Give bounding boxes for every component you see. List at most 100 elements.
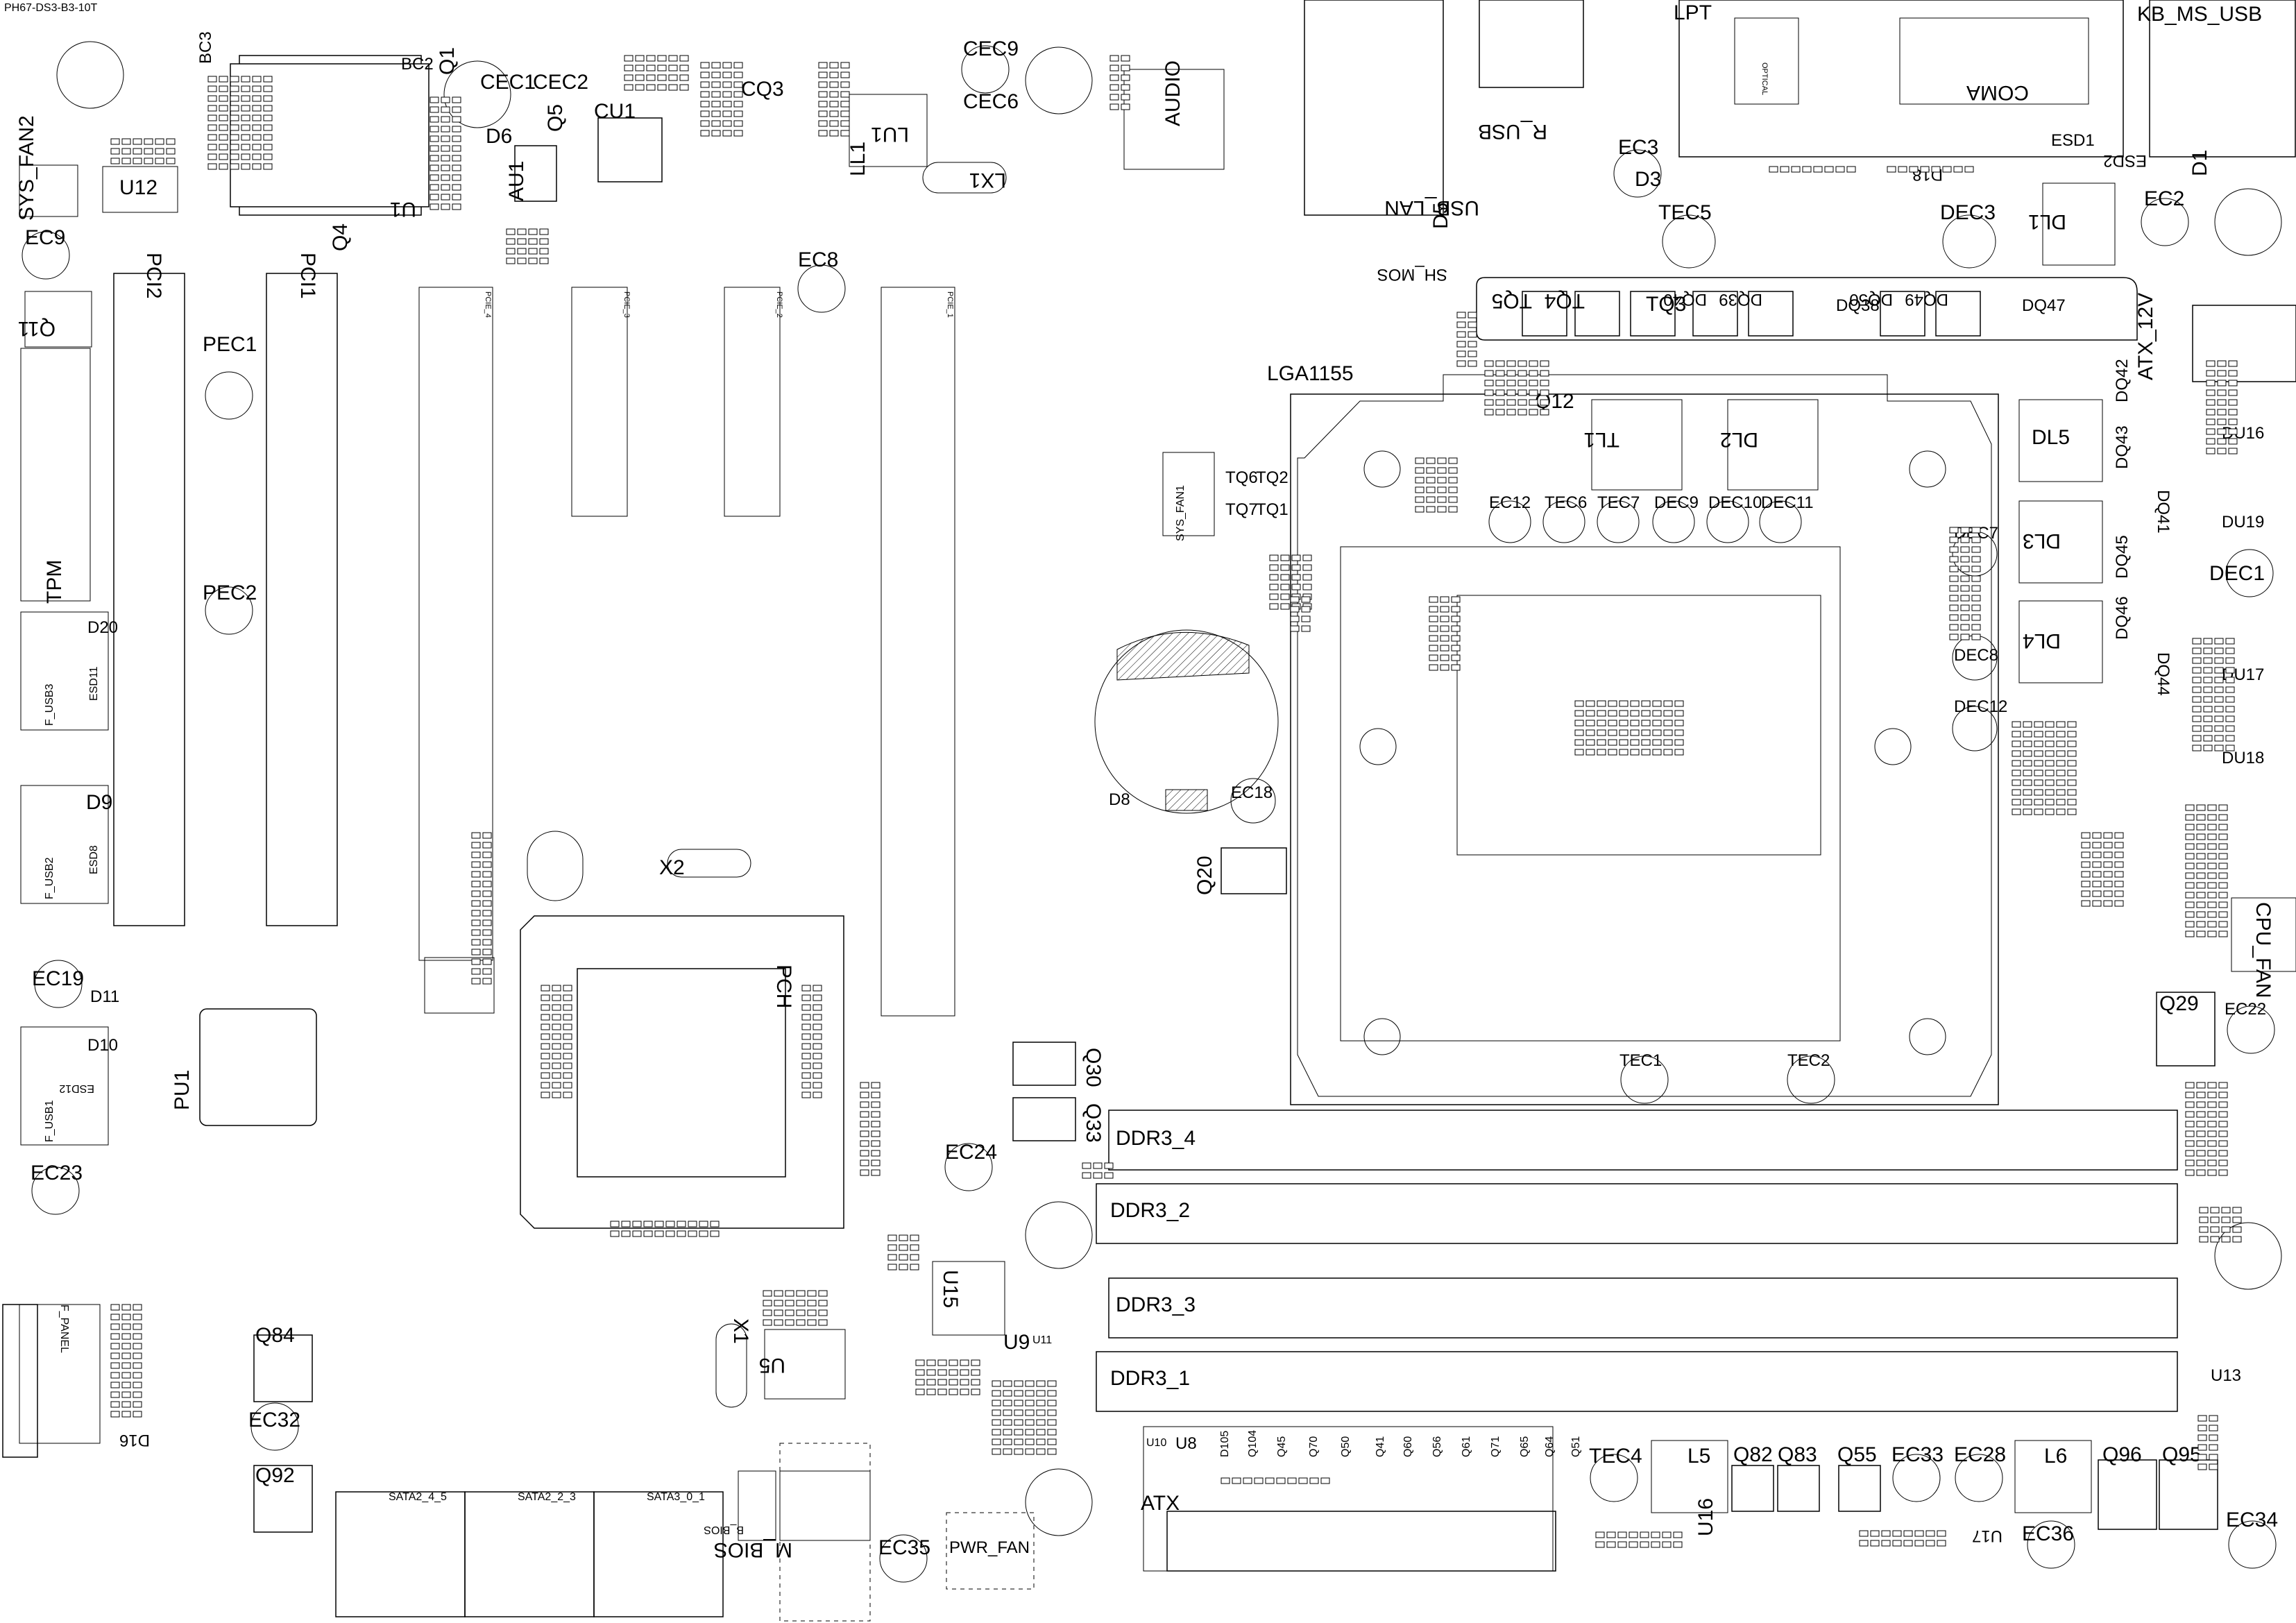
smd-pad [2197, 1463, 2207, 1470]
q82-chip [1731, 1465, 1774, 1512]
smd-pad [1093, 1172, 1103, 1179]
board-title: PH67-DS3-B3-10T [4, 2, 98, 14]
smd-pad [722, 62, 732, 69]
smd-pad [2092, 890, 2102, 897]
smd-pad [796, 1319, 806, 1326]
x2-label: X2 [659, 856, 685, 879]
pch-label: PCH [772, 965, 795, 1008]
smd-pad [2207, 1159, 2217, 1166]
smd-pad [1320, 1477, 1330, 1484]
smd-pad [2185, 872, 2195, 879]
smd-pad [133, 1343, 142, 1350]
smd-pad [774, 1319, 783, 1326]
smd-pad [207, 114, 217, 121]
smd-pad [1290, 606, 1300, 613]
smd-pad [1960, 556, 1970, 563]
smd-pad [207, 163, 217, 170]
smd-pad [1484, 360, 1494, 367]
q1-label: Q1 [436, 47, 459, 75]
smd-pad [807, 1290, 817, 1297]
smd-pad [110, 148, 120, 155]
smd-pad [1673, 1531, 1683, 1538]
coma-label: COMA [1966, 81, 2029, 104]
smd-pad [2197, 1444, 2207, 1451]
smd-pad [252, 124, 262, 131]
d8-label: D8 [1109, 790, 1130, 809]
smd-pad [2197, 1415, 2207, 1422]
smd-pad [110, 138, 120, 145]
smd-pad [452, 174, 461, 181]
smd-pad [452, 203, 461, 210]
smd-pad [2217, 360, 2227, 367]
smd-pad [541, 1053, 550, 1060]
socket-hole-br [1909, 1018, 1946, 1055]
dq40-label: DQ40 [1663, 290, 1707, 309]
smd-pad [2218, 872, 2228, 879]
smd-pad [207, 153, 217, 160]
dq42-label: DQ42 [2113, 359, 2132, 402]
smd-pad [2225, 667, 2235, 674]
smd-pad [1429, 645, 1438, 652]
smd-pad [971, 1369, 980, 1376]
smd-pad [2196, 804, 2206, 811]
smd-pad [1301, 615, 1311, 622]
smd-pad [1914, 1530, 1924, 1537]
smd-pad [2209, 1425, 2218, 1431]
smd-pad [785, 1300, 794, 1307]
smd-pad [541, 994, 550, 1001]
m-bios-chip [779, 1470, 871, 1541]
smd-pad [2196, 853, 2206, 860]
smd-pad [1574, 739, 1584, 746]
smd-pad [2207, 931, 2217, 937]
smd-pad [1440, 625, 1449, 632]
smd-pad [2185, 1101, 2195, 1108]
smd-pad [1437, 486, 1447, 493]
smd-pad [1484, 389, 1494, 396]
smd-pad [207, 105, 217, 112]
smd-pad [2207, 1121, 2217, 1128]
smd-pad [1663, 720, 1673, 726]
ec18-label: EC18 [1231, 783, 1273, 802]
smd-pad [1971, 536, 1981, 543]
smd-pad [2034, 770, 2043, 776]
lga1155-label: LGA1155 [1267, 362, 1354, 385]
smd-pad [818, 130, 828, 137]
cap-circle-6 [2214, 188, 2282, 256]
smd-pad [2228, 360, 2238, 367]
smd-pad [2209, 1415, 2218, 1422]
smd-pad [915, 1359, 925, 1366]
smd-pad [699, 1221, 708, 1227]
smd-pad [818, 1319, 828, 1326]
smd-pad [1415, 467, 1425, 474]
smd-pad [2218, 892, 2228, 899]
smd-pad [2023, 731, 2032, 738]
smd-pad [121, 148, 131, 155]
smd-pad [871, 1101, 881, 1108]
smd-pad [1429, 615, 1438, 622]
smd-pad [657, 65, 667, 71]
smd-pad [679, 84, 689, 91]
r-usb-label: R_USB [1478, 120, 1547, 143]
smd-pad [441, 96, 450, 103]
smd-pad [860, 1121, 869, 1128]
ec22-circle [2227, 1005, 2275, 1054]
sata2-2-3-label: SATA2_2_3 [518, 1491, 576, 1503]
smd-pad [910, 1264, 919, 1271]
smd-pad [2207, 853, 2217, 860]
smd-pad [1440, 615, 1449, 622]
smd-pad [1925, 1540, 1935, 1547]
smd-pad [230, 76, 239, 83]
smd-pad [2207, 1169, 2217, 1176]
tec2-circle [1787, 1055, 1835, 1104]
q82-label: Q82 [1733, 1443, 1773, 1466]
smd-pad [1426, 496, 1436, 503]
smd-pad [2218, 824, 2228, 831]
smd-pad [1495, 399, 1505, 406]
smd-pad [2114, 851, 2124, 858]
smd-pad [2185, 1159, 2195, 1166]
smd-pad [2207, 843, 2217, 850]
lga1155-outline [1290, 393, 1999, 1105]
smd-pad [2196, 1121, 2206, 1128]
tec2-label: TEC2 [1787, 1051, 1830, 1070]
f-usb2-label: F_USB2 [44, 857, 56, 899]
